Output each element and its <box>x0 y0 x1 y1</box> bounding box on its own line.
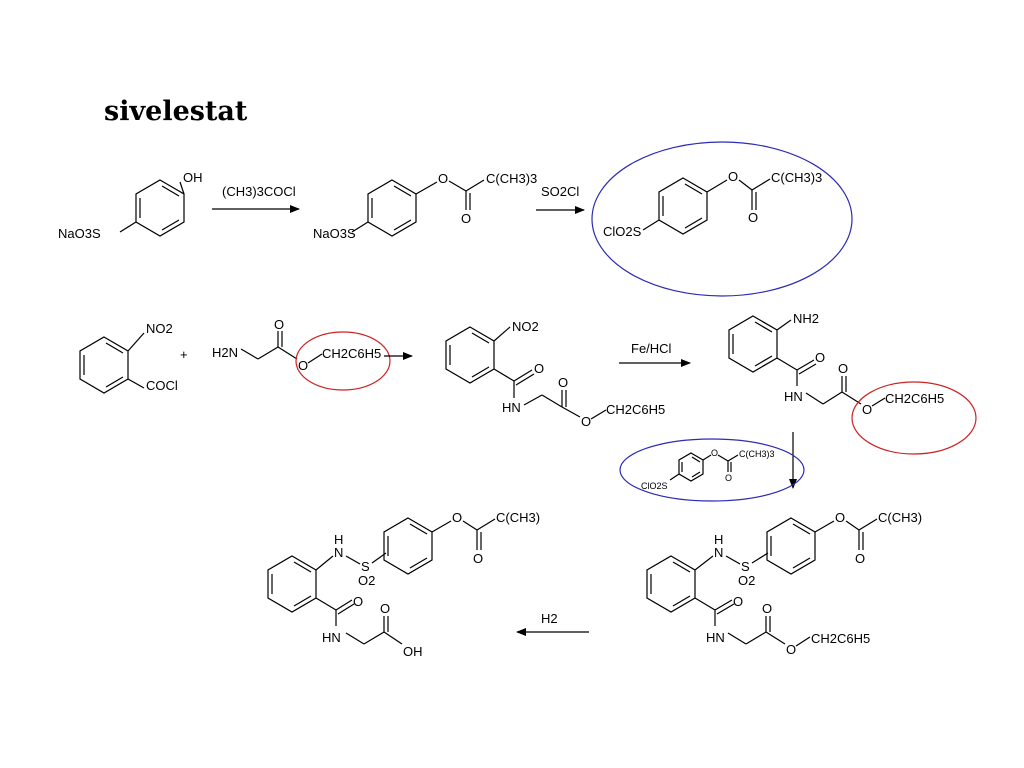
label-clo2s: ClO2S <box>641 481 668 491</box>
reagent-so2cl: SO2Cl <box>541 184 579 199</box>
label-oh: OH <box>403 644 423 659</box>
label-h2n: H2N <box>212 345 238 360</box>
label-h: H <box>334 532 343 547</box>
plus-sign: + <box>180 347 188 362</box>
label-amide-o: O <box>733 594 743 609</box>
label-hn: HN <box>322 630 341 645</box>
label-s: S <box>741 559 750 574</box>
label-hn: HN <box>706 630 725 645</box>
label-no2: NO2 <box>512 319 539 334</box>
label-carbonyl-o: O <box>762 601 772 616</box>
slide-title: sivelestat <box>104 96 248 127</box>
label-ester-o: O <box>728 169 738 184</box>
highlight-circle-sulfonyl-chloride <box>591 141 853 297</box>
label-carbonyl-o: O <box>558 375 568 390</box>
label-o2: O2 <box>358 573 375 588</box>
label-hn: HN <box>784 389 803 404</box>
label-ester-o: O <box>298 358 308 373</box>
label-ch2c6h5: CH2C6H5 <box>885 391 944 406</box>
label-nao3s: NaO3S <box>313 226 356 241</box>
label-ester-o: O <box>581 414 591 429</box>
label-tbu: C(CH3)3 <box>486 171 537 186</box>
highlight-circle-benzyl-ester <box>851 381 977 455</box>
label-ester-o: O <box>835 510 845 525</box>
label-oh: OH <box>183 170 203 185</box>
label-ester-o: O <box>786 642 796 657</box>
label-ester-o: O <box>862 402 872 417</box>
label-carbonyl-o: O <box>748 210 758 225</box>
compound-nitrobenzoyl-chloride: NO2 COCl <box>79 321 178 394</box>
label-n: N <box>334 545 343 560</box>
label-tbu: C(CH3) <box>878 510 922 525</box>
label-carbonyl-o: O <box>473 551 483 566</box>
label-ester-o: O <box>452 510 462 525</box>
compound-glycine-benzyl-ester: H2N O O CH2C6H5 <box>212 317 391 391</box>
label-tbu: C(CH3)3 <box>739 449 775 459</box>
label-carbonyl-o: O <box>274 317 284 332</box>
compound-aminobenzamide-ester: NH2 O HN O O CH2C6H5 <box>728 311 977 455</box>
compound-sivelestat-benzyl-ester: H N S O2 O O C(CH3) O HN <box>646 510 922 657</box>
reaction-arrow-6: H2 <box>516 611 589 636</box>
highlight-circle-benzyl-ester <box>295 331 391 391</box>
label-ch2c6h5: CH2C6H5 <box>811 631 870 646</box>
label-h: H <box>714 532 723 547</box>
reagent-pivaloyl-chloride: (CH3)3COCl <box>222 184 296 199</box>
label-cocl: COCl <box>146 378 178 393</box>
label-n: N <box>714 545 723 560</box>
compound-sivelestat: H N S O2 O O C(CH3) O HN <box>267 510 540 659</box>
label-carbonyl-o: O <box>855 551 865 566</box>
label-o2: O2 <box>738 573 755 588</box>
reagent-sulfonyl-chloride-small: O O C(CH3)3 ClO2S <box>619 438 805 502</box>
compound-sulfonyl-chloride: O O C(CH3)3 ClO2S <box>591 141 853 297</box>
label-clo2s: ClO2S <box>603 224 642 239</box>
label-amide-o: O <box>815 350 825 365</box>
label-ch2c6h5: CH2C6H5 <box>606 402 665 417</box>
label-carbonyl-o: O <box>461 211 471 226</box>
label-no2: NO2 <box>146 321 173 336</box>
reaction-arrow-4: Fe/HCl <box>619 341 691 367</box>
label-tbu: C(CH3)3 <box>771 170 822 185</box>
highlight-circle-sulfonyl-chloride <box>619 438 805 502</box>
reagent-fe-hcl: Fe/HCl <box>631 341 672 356</box>
reagent-h2: H2 <box>541 611 558 626</box>
compound-nitrobenzamide-ester: NO2 O HN O O CH2C6H5 <box>445 319 665 429</box>
label-tbu: C(CH3) <box>496 510 540 525</box>
label-ester-o: O <box>438 171 448 186</box>
label-amide-o: O <box>534 361 544 376</box>
label-nh2: NH2 <box>793 311 819 326</box>
label-hn: HN <box>502 400 521 415</box>
compound-sodium-pivaloyloxybenzenesulfonate: O O C(CH3)3 NaO3S <box>313 171 537 241</box>
reaction-arrow-1: (CH3)3COCl <box>212 184 300 213</box>
compound-sodium-hydroxybenzenesulfonate: OH NaO3S <box>58 170 203 241</box>
reaction-arrow-2: SO2Cl <box>536 184 585 214</box>
label-ch2c6h5: CH2C6H5 <box>322 346 381 361</box>
label-carbonyl-o: O <box>380 601 390 616</box>
label-ester-o: O <box>711 448 718 458</box>
label-carbonyl-o: O <box>838 361 848 376</box>
label-carbonyl-o: O <box>725 473 732 483</box>
label-amide-o: O <box>353 594 363 609</box>
label-nao3s: NaO3S <box>58 226 101 241</box>
label-s: S <box>361 559 370 574</box>
